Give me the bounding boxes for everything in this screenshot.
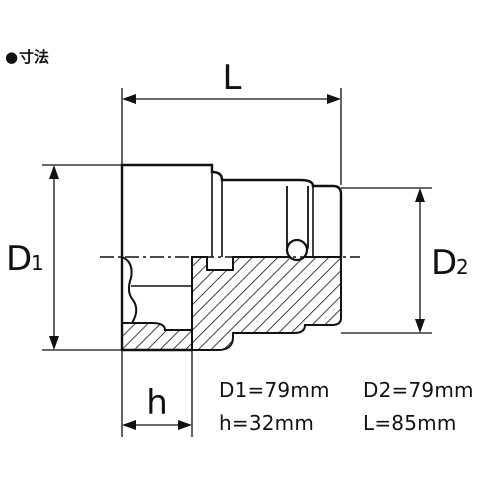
dimension-h-label: h [146, 383, 168, 423]
outer-profile [120, 163, 343, 257]
hatched-section [191, 256, 342, 351]
dimension-l: L [121, 58, 342, 185]
spec-d2: D2=79mm [363, 378, 474, 402]
dimension-d1: D 1 [6, 164, 122, 351]
header-title: 寸法 [19, 48, 49, 66]
socket-body [100, 163, 360, 352]
spec-h: h=32mm [219, 411, 314, 435]
dimension-d2: D 2 [341, 187, 469, 334]
dimension-d2-sub: 2 [456, 255, 469, 279]
dimension-d2-main: D [431, 243, 457, 283]
header-bullet: ● [5, 48, 18, 66]
dimension-d1-main: D [6, 239, 32, 279]
dimension-l-label: L [223, 58, 242, 98]
spec-d1: D1=79mm [219, 378, 330, 402]
dimension-d1-sub: 1 [31, 251, 44, 275]
dimension-h: h [121, 350, 193, 437]
spec-l: L=85mm [363, 411, 457, 435]
hex-profile [121, 256, 138, 324]
hatched-section-rim [121, 322, 193, 351]
pin-hole [285, 238, 309, 262]
specifications: D1=79mm D2=79mm h=32mm L=85mm [219, 378, 474, 435]
